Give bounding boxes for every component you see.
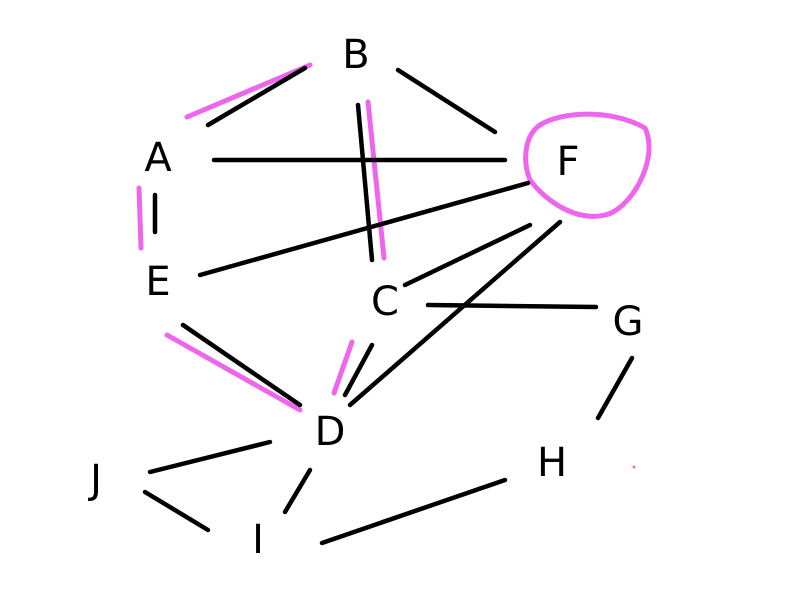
edge-layer [142,65,635,546]
highlight-node-f [523,111,652,219]
edge-e-f [197,180,531,278]
highlight-edge-a-b [184,62,313,120]
node-a-label: A [144,135,172,181]
edge-b-f [395,67,498,135]
node-j-label: J [87,457,102,503]
node-e-label: E [145,259,170,305]
node-c-label: C [371,279,399,325]
node-d-label: D [315,409,346,455]
node-label-layer: A B C D E F G H I J [87,32,643,563]
edge-h-i [319,477,508,546]
node-g-label: G [613,299,644,345]
edge-c-d [342,342,375,398]
highlight-layer [136,62,652,469]
edge-d-i [282,467,313,515]
stray-mark [632,465,636,469]
node-f-label: F [556,139,579,185]
edge-g-h [595,355,635,421]
highlight-edge-b-c [365,99,387,261]
node-i-label: I [252,517,264,563]
edge-d-f [347,219,563,408]
edge-j-i [142,489,211,533]
highlight-edge-c-d [331,339,355,396]
edge-b-c [355,102,375,263]
edge-e-d [180,322,303,408]
node-b-label: B [342,32,369,78]
edge-d-j [147,439,273,475]
edge-c-f [402,222,533,288]
edge-a-b [205,65,308,128]
edge-c-g [425,302,599,310]
highlight-edge-e-d [164,332,303,413]
node-h-label: H [537,440,567,486]
highlight-edge-a-e [136,185,144,251]
